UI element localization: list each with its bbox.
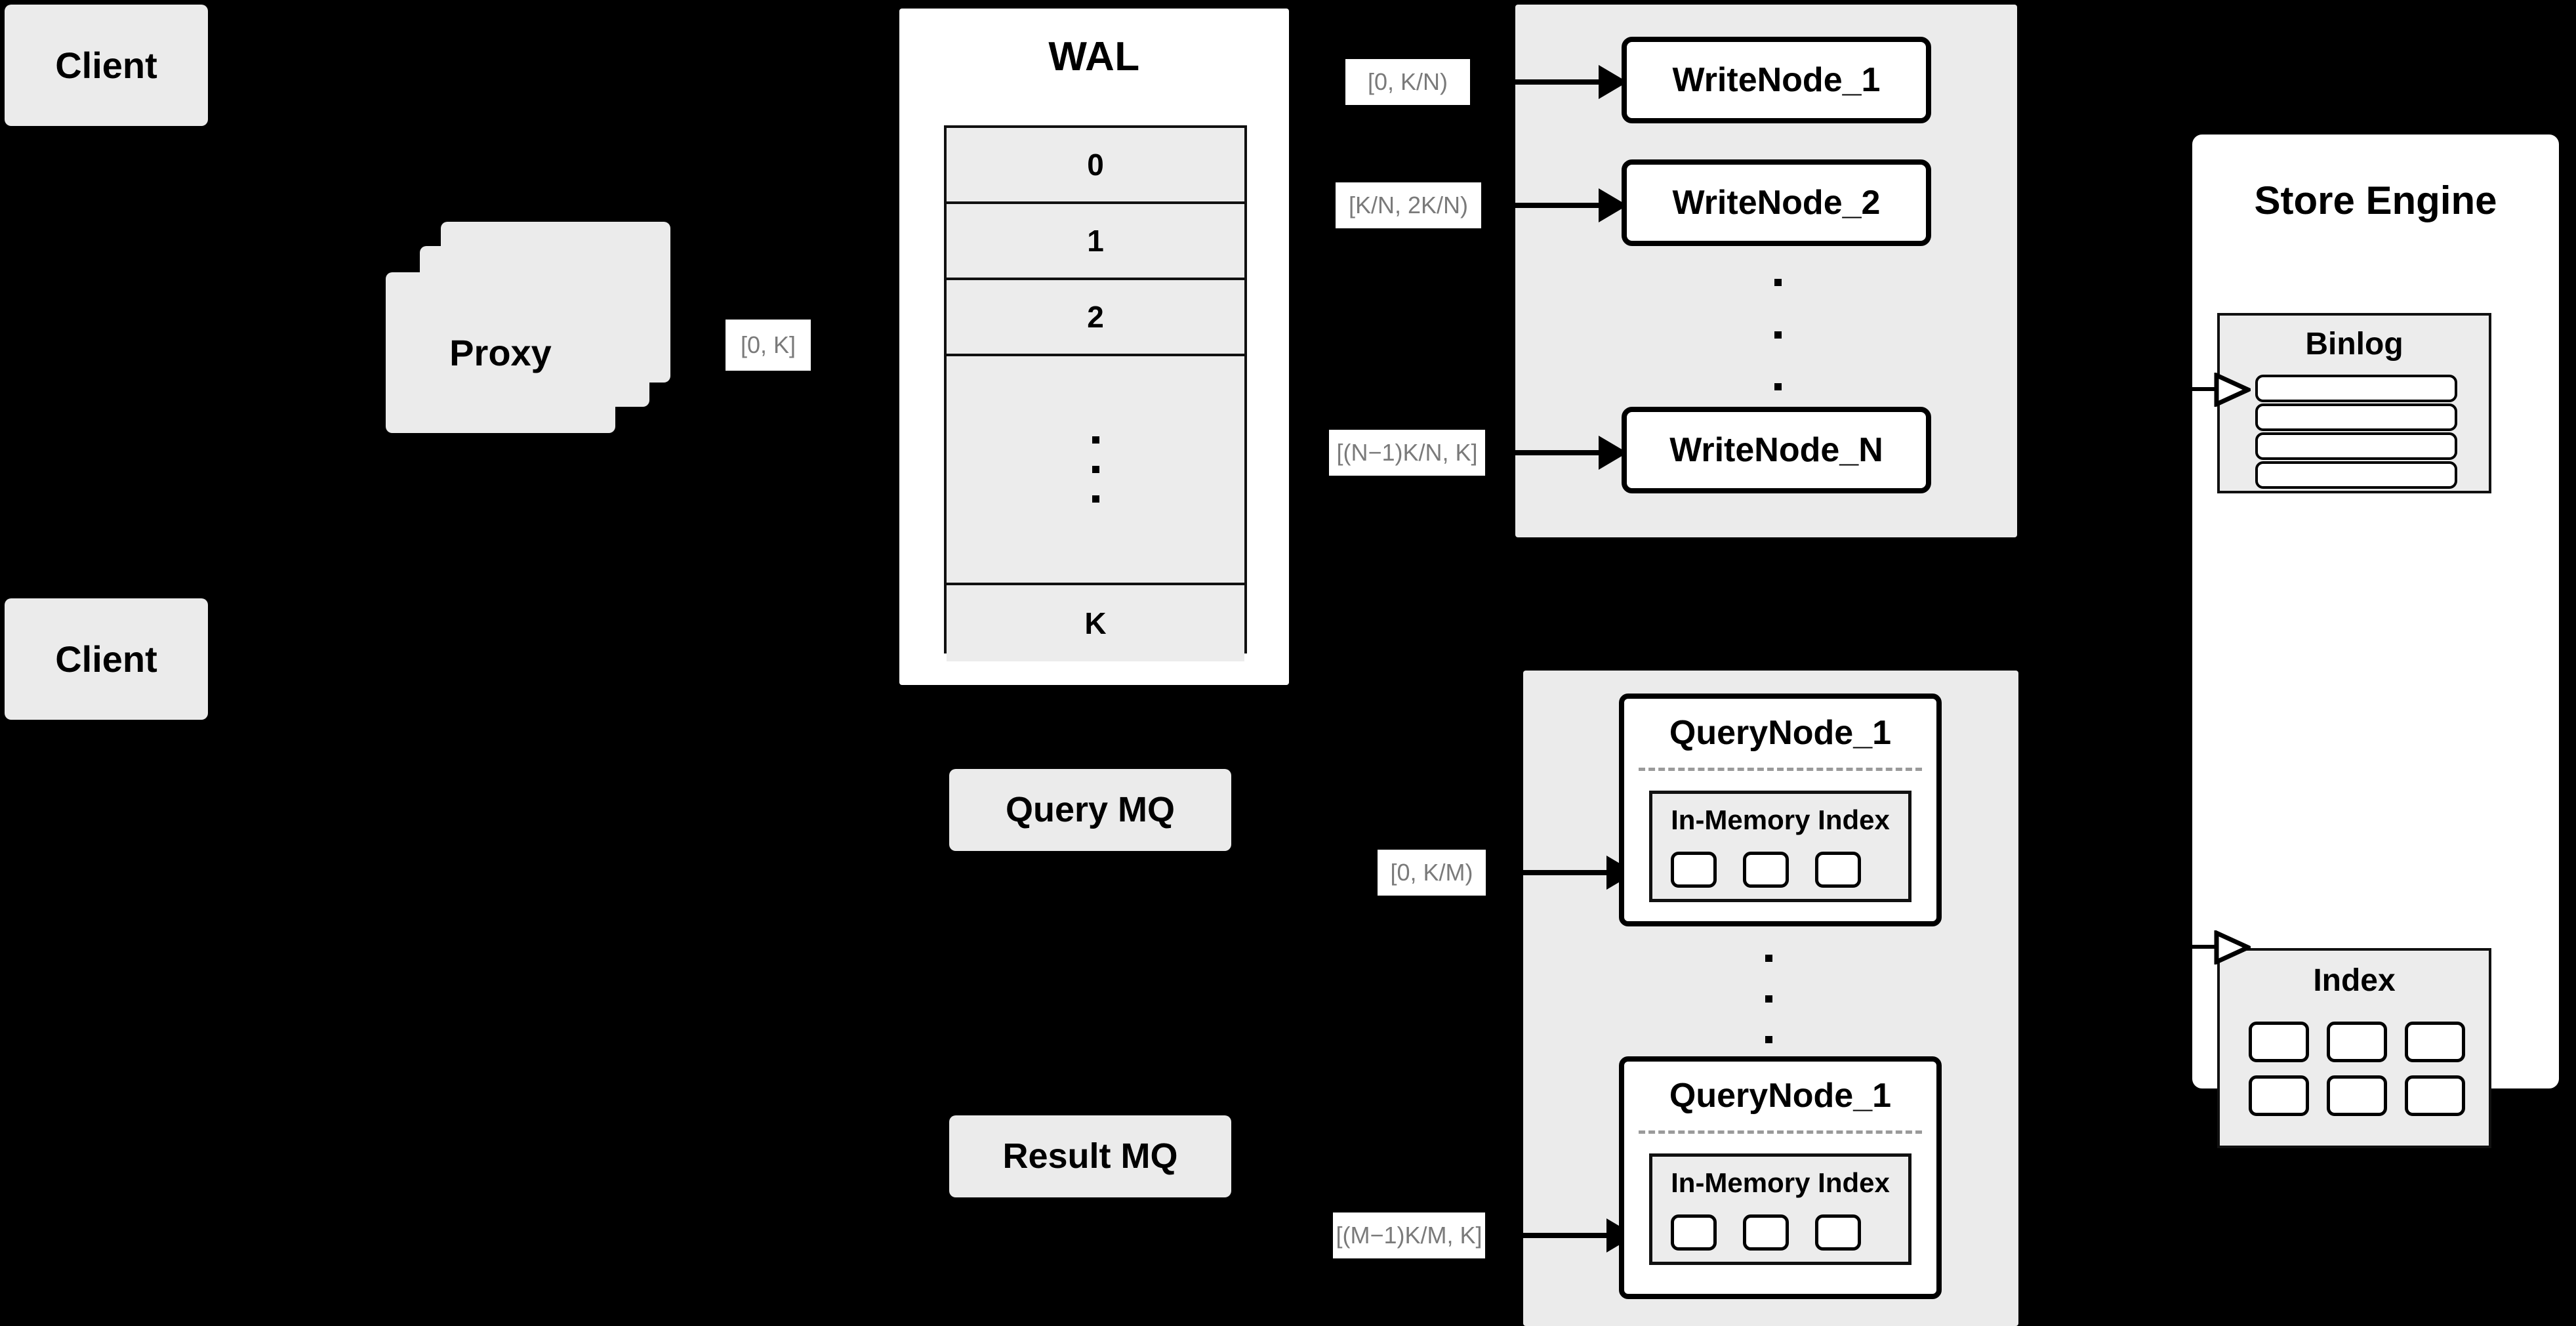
- client-node-2-label: Client: [55, 638, 157, 680]
- index-title: Index: [2313, 963, 2396, 998]
- result-mq-label: Result MQ: [1002, 1136, 1178, 1176]
- query-mq-node[interactable]: Query MQ: [949, 769, 1231, 851]
- wal-row[interactable]: 2: [947, 280, 1244, 356]
- ellipsis-dot-icon: [1774, 279, 1782, 286]
- query-node-m-label: QueryNode_1: [1669, 1077, 1892, 1115]
- ellipsis-dot-icon: [1092, 436, 1099, 444]
- arrow-to-query-node-m: [1523, 1233, 1612, 1238]
- index-cell[interactable]: [1815, 852, 1861, 888]
- arrow-to-binlog: [2189, 387, 2217, 391]
- in-memory-index-title: In-Memory Index: [1671, 1167, 1890, 1198]
- index-cell[interactable]: [2405, 1022, 2465, 1062]
- wal-panel: WAL 0 1 2 K: [895, 5, 1293, 689]
- index-cell[interactable]: [2327, 1075, 2387, 1116]
- write-node-2-range-label: [K/N, 2K/N): [1336, 182, 1481, 228]
- arrow-to-write-node-1: [1515, 79, 1604, 85]
- write-node-1-label: WriteNode_1: [1672, 61, 1881, 99]
- write-node-n-range-label: [(N−1)K/N, K]: [1329, 430, 1485, 476]
- client-node-2[interactable]: Client: [5, 598, 208, 720]
- query-node-m[interactable]: QueryNode_1 In-Memory Index: [1619, 1056, 1942, 1299]
- client-node-1[interactable]: Client: [5, 5, 208, 126]
- open-arrow-head-icon: [2214, 373, 2251, 407]
- query-node-1-range-label: [0, K/M): [1378, 850, 1486, 896]
- index-cell[interactable]: [2405, 1075, 2465, 1116]
- proxy-node[interactable]: Proxy: [386, 272, 615, 433]
- in-memory-index-panel: In-Memory Index: [1649, 791, 1912, 902]
- index-cell[interactable]: [2327, 1022, 2387, 1062]
- write-node-2[interactable]: WriteNode_2: [1622, 159, 1931, 246]
- store-engine-title: Store Engine: [2254, 178, 2497, 222]
- wal-row[interactable]: 0: [947, 128, 1244, 204]
- ellipsis-dot-icon: [1092, 495, 1099, 503]
- arrow-to-write-node-n: [1515, 450, 1604, 455]
- wal-row[interactable]: 1: [947, 204, 1244, 280]
- arrow-to-index: [2189, 945, 2217, 949]
- open-arrow-head-icon: [2214, 930, 2251, 964]
- arrow-to-query-node-1: [1523, 870, 1612, 875]
- ellipsis-dot-icon: [1092, 466, 1099, 473]
- index-cell[interactable]: [2249, 1075, 2309, 1116]
- arrow-to-write-node-2: [1515, 203, 1604, 208]
- write-node-1[interactable]: WriteNode_1: [1622, 37, 1931, 123]
- write-cluster-ellipsis: [1771, 279, 1784, 390]
- index-cell[interactable]: [1815, 1214, 1861, 1251]
- index-cell[interactable]: [1743, 852, 1789, 888]
- binlog-panel: Binlog: [2217, 313, 2491, 493]
- index-cell[interactable]: [2249, 1022, 2309, 1062]
- binlog-entry[interactable]: [2255, 432, 2457, 460]
- ellipsis-dot-icon: [1765, 1036, 1772, 1043]
- ellipsis-dot-icon: [1774, 331, 1782, 339]
- in-memory-index-panel: In-Memory Index: [1649, 1153, 1912, 1265]
- index-cell[interactable]: [1671, 1214, 1717, 1251]
- index-cell[interactable]: [1743, 1214, 1789, 1251]
- query-node-1-divider: [1639, 768, 1922, 771]
- proxy-node-label: Proxy: [449, 332, 552, 373]
- wal-table: 0 1 2 K: [944, 125, 1247, 661]
- binlog-entry[interactable]: [2255, 404, 2457, 431]
- ellipsis-dot-icon: [1774, 383, 1782, 390]
- query-mq-label: Query MQ: [1005, 789, 1176, 829]
- binlog-entry[interactable]: [2255, 461, 2457, 489]
- index-cell[interactable]: [1671, 852, 1717, 888]
- query-node-1-label: QueryNode_1: [1669, 714, 1892, 752]
- write-node-2-label: WriteNode_2: [1672, 184, 1881, 222]
- query-node-1[interactable]: QueryNode_1 In-Memory Index: [1619, 694, 1942, 926]
- write-node-n-label: WriteNode_N: [1669, 431, 1883, 469]
- write-node-n[interactable]: WriteNode_N: [1622, 407, 1931, 493]
- query-node-m-range-label: [(M−1)K/M, K]: [1333, 1212, 1485, 1258]
- binlog-entry[interactable]: [2255, 375, 2457, 402]
- store-engine-panel: Store Engine Binlog Index: [2188, 130, 2564, 1148]
- ellipsis-dot-icon: [1765, 995, 1772, 1003]
- wal-row-ellipsis: [947, 356, 1244, 585]
- client-node-1-label: Client: [55, 44, 157, 86]
- in-memory-index-title: In-Memory Index: [1671, 804, 1890, 835]
- query-cluster-ellipsis: [1762, 955, 1775, 1043]
- binlog-title: Binlog: [2305, 327, 2403, 362]
- wal-title: WAL: [1048, 34, 1140, 79]
- ellipsis-dot-icon: [1765, 955, 1772, 962]
- proxy-output-range-label: [0, K]: [726, 320, 811, 371]
- index-panel: Index: [2217, 948, 2491, 1148]
- wal-row[interactable]: K: [947, 585, 1244, 661]
- result-mq-node[interactable]: Result MQ: [949, 1115, 1231, 1197]
- query-node-m-divider: [1639, 1130, 1922, 1134]
- write-node-1-range-label: [0, K/N): [1345, 59, 1470, 105]
